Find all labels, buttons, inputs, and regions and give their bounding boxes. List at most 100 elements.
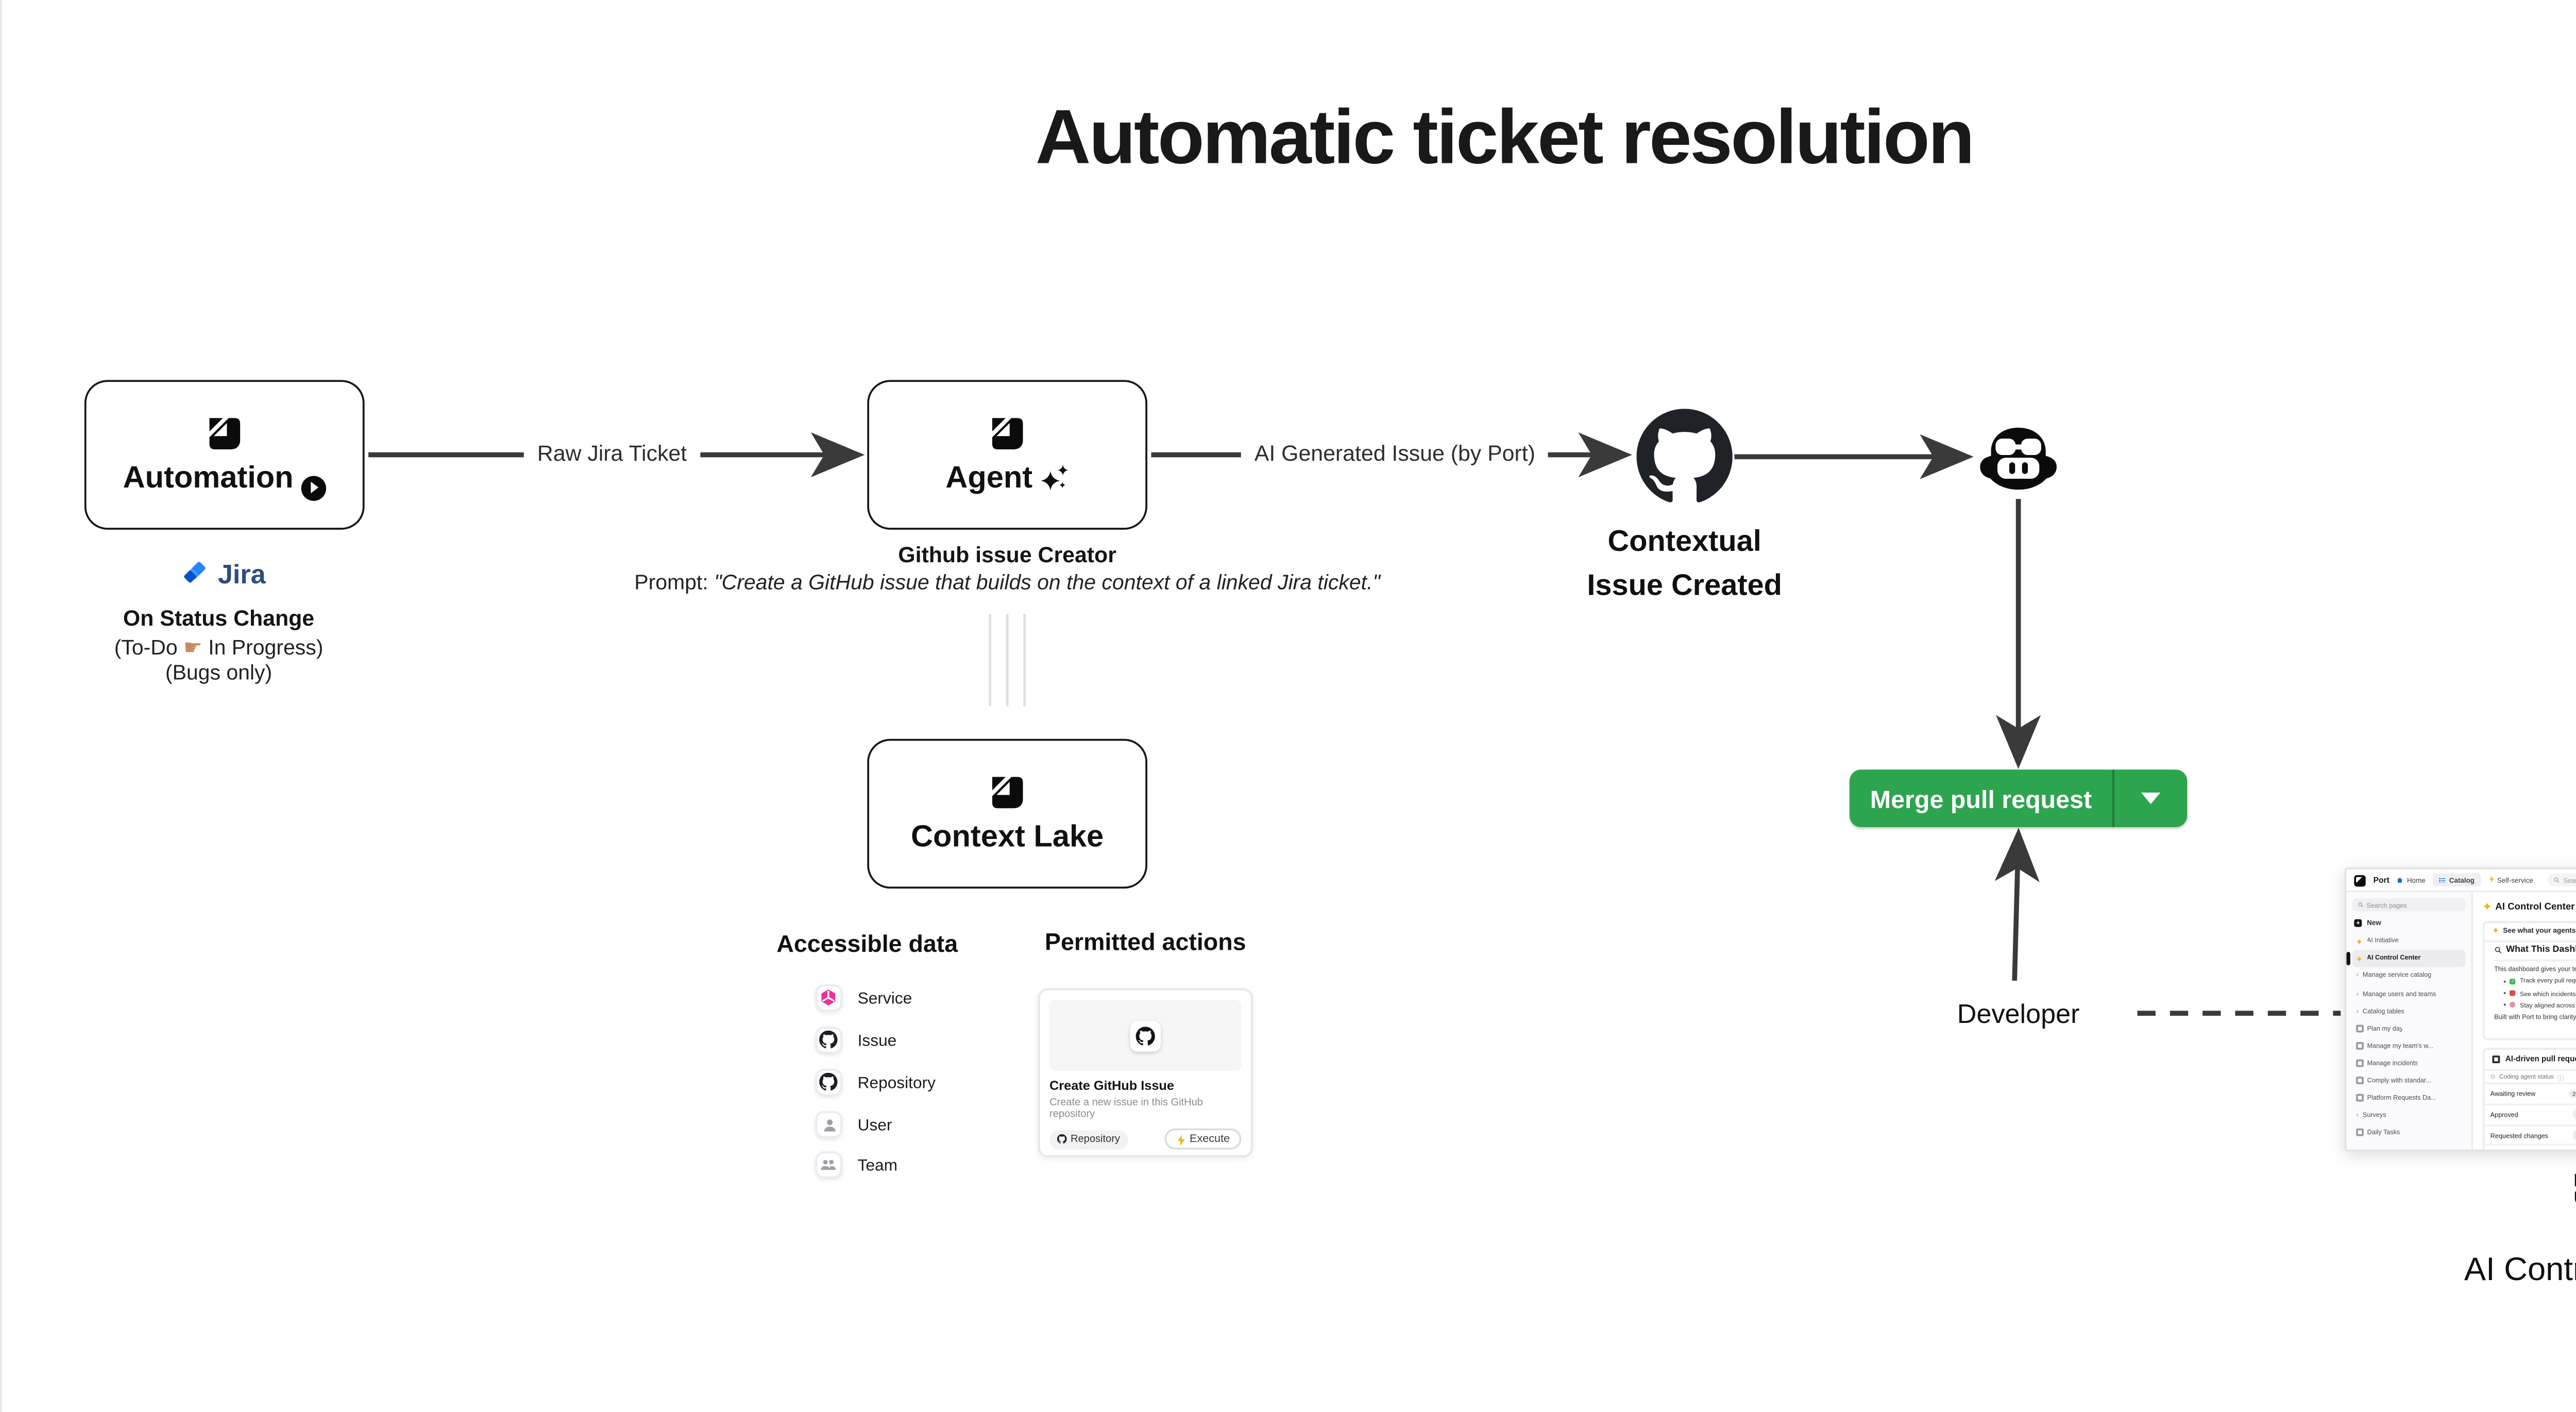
action-title: Create GitHub Issue [1049,1079,1174,1093]
sidebar-item-ai-control-center[interactable]: AI Control Center [2346,949,2466,967]
github-node-caption: Contextual Issue Created [1587,526,1782,603]
dashboard-page-title: AI Control Center [2495,901,2575,913]
pull-requests-widget: AI-driven pull requests ⊙Coding agent st… [2482,1047,2576,1150]
user-icon [815,1111,842,1138]
ai-control-center-screenshot: Port Home Catalog Self-service Search ⌘K… [2344,867,2576,1152]
dashboard-icon [2356,1129,2363,1136]
automation-node: Automation [84,380,365,530]
sidebar-item-manage-service-catalog[interactable]: ›Manage service catalog [2356,971,2432,980]
pointing-hand-icon: ☛ [183,637,202,661]
count-badge: 20 [2569,1089,2576,1099]
sidebar-search-input[interactable]: Search pages [2352,898,2466,912]
check-icon: ✓ [2510,978,2516,985]
chevron-right-icon: › [2356,989,2359,997]
port-logo-icon [2571,1171,2576,1217]
agent-prompt: Prompt: "Create a GitHub issue that buil… [634,571,1380,595]
chevron-right-icon: › [2356,1111,2359,1119]
github-icon [815,1069,842,1096]
sidebar-item-plan-my-day[interactable]: Plan my day [2352,1019,2466,1037]
trigger-title: On Status Change [123,608,315,632]
edge-label-raw-jira-ticket: Raw Jira Ticket [523,443,701,466]
chevron-right-icon: › [2356,971,2359,980]
action-card-create-github-issue: Create GitHub Issue Create a new issue i… [1038,988,1253,1157]
execute-button[interactable]: Execute [1163,1129,1242,1150]
dashboard-sidebar: Search pages +New AI Initiative AI Contr… [2346,892,2473,1150]
port-logo-icon [2354,874,2366,886]
developer-label: Developer [1957,998,2080,1029]
merge-options-dropdown[interactable] [2112,769,2187,828]
plus-icon: + [2354,918,2362,927]
global-search-input[interactable]: Search ⌘K [2548,873,2576,887]
jira-wordmark: Jira [217,558,266,590]
nav-home[interactable]: Home [2397,876,2426,884]
table-row[interactable]: Awaiting review20› [2484,1084,2576,1105]
service-cube-icon [815,984,842,1012]
home-icon [2397,877,2403,883]
agent-node-label: Agent [945,461,1033,494]
sidebar-item-catalog-tables[interactable]: ›Catalog tables [2356,1006,2404,1015]
list-icon [2439,877,2446,883]
github-icon [1130,1020,1161,1051]
brain-icon [2510,1002,2516,1008]
card1-intro: This dashboard gives your team full visi… [2494,966,2576,974]
automation-node-label: Automation [123,461,294,494]
sparkle-icon [2483,902,2492,911]
list-item-service: Service [815,984,912,1012]
sidebar-item-platform-requests[interactable]: Platform Requests Da... [2352,1089,2466,1106]
agent-node: Agent [867,380,1147,530]
github-logo-icon [1636,409,1733,514]
count-badge: 5 [2572,1110,2576,1119]
sidebar-item-surveys[interactable]: ›Surveys [2356,1111,2386,1119]
sidebar-item-manage-users-teams[interactable]: ›Manage users and teams [2356,989,2436,997]
nav-catalog[interactable]: Catalog [2433,873,2481,887]
sidebar-item-manage-incidents[interactable]: Manage incidents [2352,1054,2466,1072]
table-row[interactable]: Approved5› [2484,1105,2576,1126]
nav-self-service[interactable]: Self-service [2488,876,2533,884]
port-logo-icon [992,417,1023,449]
dashboard-main: AI Control Center + Widget ⋯ See what yo… [2473,893,2576,1150]
play-icon [301,476,326,501]
bullet-item: See which incidents are actively being h… [2503,989,2576,997]
new-button[interactable]: +New [2354,918,2465,927]
context-lake-node: Context Lake [867,738,1147,889]
left-edge-divider [0,0,2,1412]
medal-icon [2356,1077,2363,1084]
action-description: Create a new issue in this GitHub reposi… [1049,1098,1203,1121]
sidebar-item-ai-initiative[interactable]: AI Initiative [2352,932,2466,950]
dashboard-info-card: See what your agents are working on What… [2482,920,2576,1039]
sidebar-item-comply-with-standards[interactable]: Comply with standar... [2352,1072,2466,1089]
bar-chart-icon [2492,1055,2501,1063]
team-icon [815,1151,842,1179]
table-row[interactable]: Requested changes4› [2484,1125,2576,1147]
sparkle-icon [2356,937,2363,944]
agent-name: Github issue Creator [898,545,1116,568]
incident-icon [2510,990,2516,997]
merge-pull-request-button-group: Merge pull request [1849,769,2188,828]
sparkles-icon [1040,464,1069,493]
ai-control-center-label: AI Control Center [2464,1251,2576,1288]
sidebar-item-daily-tasks[interactable]: Daily Tasks [2352,1124,2466,1141]
list-item-repository: Repository [815,1069,936,1096]
sun-icon [2356,1024,2363,1032]
edge-label-ai-generated-issue: AI Generated Issue (by Port) [1241,443,1549,466]
accessible-data-heading: Accessible data [776,931,958,958]
count-badge: 4 [2572,1131,2576,1140]
list-item-issue: Issue [815,1027,896,1054]
incident-icon [2356,1059,2363,1067]
merge-pull-request-button[interactable]: Merge pull request [1870,784,2092,813]
card1-section-title: What This Dashboard Shows [2506,946,2576,956]
lightning-icon [1177,1134,1184,1146]
sidebar-item-manage-my-teams-work[interactable]: Manage my team's w... [2352,1037,2466,1054]
magnifier-icon [2495,948,2502,954]
jira-brand: Jira [183,559,266,597]
card1-footer: Built with Port to bring clarity to your… [2494,1014,2576,1022]
dashboard-icon [2356,1094,2363,1102]
bullet-item: ✓Track every pull request opened or modi… [2503,978,2576,985]
action-card-hero [1049,1000,1242,1071]
trigger-transition: (To-Do ☛ In Progress) [114,637,324,661]
caret-down-icon [2141,793,2161,804]
context-lake-label: Context Lake [911,820,1104,853]
search-icon [2553,877,2559,883]
